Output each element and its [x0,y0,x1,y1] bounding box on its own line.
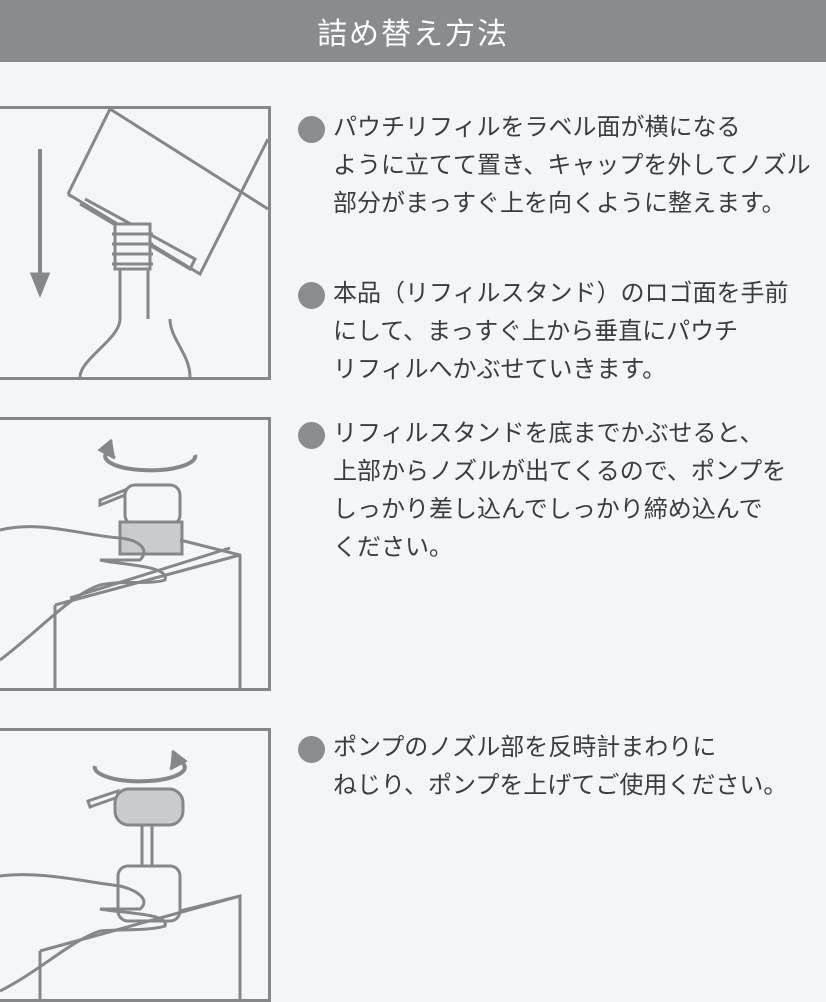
step-line: 部分がまっすぐ上を向くように整えます。 [333,189,786,217]
down-arrow-icon [29,272,51,299]
step-line: リフィルへかぶせていきます。 [333,355,667,383]
instruction-step-3: リフィルスタンドを底までかぶせると、 上部からノズルが出てくるので、ポンプを し… [298,414,824,566]
bullet-icon [298,116,325,143]
instruction-step-4: ポンプのノズル部を反時計まわりに ねじり、ポンプを上げてご使用ください。 [298,728,824,804]
header-bar: 詰め替え方法 [0,0,826,62]
step-line: パウチリフィルをラベル面が横になる [333,113,741,141]
step-line: ように立てて置き、キャップを外してノズル [333,151,811,179]
step-line: 本品（リフィルスタンド）のロゴ面を手前 [333,279,789,307]
step-line: ください。 [333,533,453,561]
bullet-icon [298,282,325,309]
page-title: 詰め替え方法 [317,17,509,52]
rotate-arrow-icon [92,759,187,784]
instruction-step-2: 本品（リフィルスタンド）のロゴ面を手前 にして、まっすぐ上から垂直にパウチ リフ… [298,274,824,388]
step-line: ねじり、ポンプを上げてご使用ください。 [333,771,788,799]
bullet-icon [298,736,325,763]
illustration-raise-pump [0,728,271,1002]
step-line: しっかり差し込んでしっかり締め込んで [333,495,763,523]
step-line: リフィルスタンドを底までかぶせると、 [333,419,764,447]
instruction-step-1: パウチリフィルをラベル面が横になる ように立てて置き、キャップを外してノズル 部… [298,108,824,222]
bullet-icon [298,422,325,449]
step-line: ポンプのノズル部を反時計まわりに [333,733,717,761]
illustration-insert-pump [0,417,271,691]
step-line: 上部からノズルが出てくるので、ポンプを [333,457,787,485]
rotate-arrow-icon [103,448,198,473]
illustration-place-stand [0,106,271,380]
step-line: にして、まっすぐ上から垂直にパウチ [333,317,739,345]
